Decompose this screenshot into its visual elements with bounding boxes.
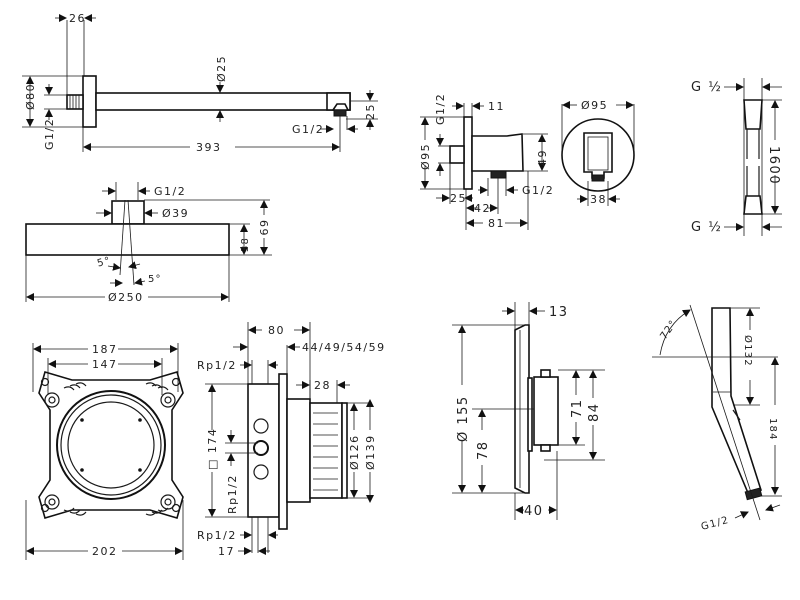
dim-plate-width-inner: 147	[92, 358, 118, 371]
overhead-shower-body	[25, 223, 230, 256]
hand-shower-drawing: 72° Ø132 184 G1/2	[652, 304, 782, 533]
dim-arm-outlet-thread: G1/2	[292, 123, 324, 136]
outlet-hose-thread	[490, 170, 507, 179]
rough-in-plate-outline	[38, 371, 184, 519]
dim-hand-shower-head-diameter: Ø132	[742, 335, 754, 367]
dim-arm-flange-depth: 26	[69, 12, 86, 25]
arm-outlet-thread	[333, 109, 347, 117]
dim-overhead-total-height: 69	[257, 220, 270, 237]
dim-overhead-connector-diameter: Ø39	[162, 207, 189, 220]
dim-outlet-front-diameter: Ø95	[581, 99, 608, 112]
rough-in-sleeve	[309, 402, 343, 499]
dim-body-depth: 80	[268, 324, 285, 337]
dim-overhead-body-height: 38	[240, 237, 251, 252]
dim-trim-center-height: 78	[476, 440, 491, 460]
rough-in-plate-inner-ring	[67, 401, 155, 489]
rough-in-plate-outer-ring	[56, 390, 166, 500]
rough-in-port-middle	[253, 440, 269, 456]
overhead-shower-drawing: G1/2 Ø39 38 69 5° 5° Ø250	[25, 182, 272, 304]
dim-hand-shower-length: 184	[767, 418, 778, 441]
dim-hose-thread-top: G ½	[691, 80, 722, 95]
dim-hand-shower-thread: G1/2	[700, 515, 731, 533]
wall-outlet-drawing: 11 G1/2 Ø95 49 G1/2 25 42 81	[419, 93, 635, 230]
dim-trim-module-84: 84	[587, 402, 602, 422]
dim-plate-width-total: 202	[92, 545, 118, 558]
dim-arm-wall-thread: G1/2	[43, 118, 56, 150]
dim-overhead-diameter: Ø250	[108, 291, 144, 304]
dim-body-offset-17: 17	[218, 545, 235, 558]
dim-hand-shower-angle: 72°	[658, 318, 679, 342]
dim-outlet-wall-thread: G1/2	[434, 93, 447, 125]
dim-body-inlet-middle: Rp1/2	[226, 474, 239, 514]
dim-trim-diameter: Ø 155	[456, 395, 471, 442]
dim-outlet-holder-width: 38	[590, 193, 607, 206]
shower-arm-drawing: 26 Ø80 G1/2 Ø25 25 G1/2 393	[22, 12, 378, 154]
dim-outlet-offset-25: 25	[450, 192, 467, 205]
outlet-flange	[463, 116, 473, 190]
dim-body-sleeve-inner-diameter: Ø126	[348, 434, 361, 470]
dim-outlet-offset-42: 42	[474, 202, 491, 215]
rough-in-body-hub	[286, 398, 311, 503]
trim-module	[533, 376, 559, 446]
rough-in-body-box	[247, 383, 280, 518]
dim-hose-length: 1600	[766, 146, 781, 185]
dim-plate-width-outer: 187	[92, 343, 118, 356]
dim-body-sleeve-outer-diameter: Ø139	[364, 434, 377, 470]
dim-trim-plate-depth: 13	[549, 305, 569, 320]
dim-outlet-flange-depth: 11	[488, 100, 505, 113]
rough-in-port-top	[253, 418, 269, 434]
hose-drawing: 1600 G ½ G ½	[691, 78, 782, 236]
arm-wall-flange	[82, 75, 97, 128]
hose-top-nut	[743, 99, 763, 130]
rough-in-plate-drawing: 187 147 202	[25, 343, 184, 560]
dim-arm-length: 393	[196, 141, 222, 154]
dim-hose-thread-bottom: G ½	[691, 220, 722, 235]
outlet-body	[471, 133, 524, 172]
hose-bottom-nut	[743, 195, 763, 215]
dim-trim-module-71: 71	[570, 398, 585, 418]
dim-outlet-hose-thread: G1/2	[522, 184, 554, 197]
dim-body-inlet-top: Rp1/2	[197, 359, 237, 372]
dim-outlet-depth: 81	[488, 217, 505, 230]
arm-tube	[95, 92, 351, 111]
dim-body-install-depth: 44/49/54/59	[302, 341, 386, 354]
dim-overhead-thread: G1/2	[154, 185, 186, 198]
dim-trim-projection: 40	[524, 504, 544, 519]
rough-in-body-drawing: 80 44/49/54/59 Rp1/2 28 □ 174 Rp1/2 Ø126…	[197, 322, 386, 558]
rough-in-port-bottom	[253, 464, 269, 480]
dim-body-square-size: □ 174	[206, 428, 219, 470]
rough-in-body-plate	[278, 373, 288, 530]
outlet-wall-thread	[449, 145, 465, 164]
trim-drawing: 13 Ø 155 78 71 84 40	[452, 302, 605, 520]
dim-body-inlet-bottom: Rp1/2	[197, 529, 237, 542]
dim-outlet-body-height: 49	[536, 149, 549, 166]
dim-outlet-flange-diameter: Ø95	[419, 143, 432, 170]
hand-shower-thread	[744, 487, 763, 501]
arm-wall-thread	[66, 94, 84, 110]
dim-arm-flange-diameter: Ø80	[24, 83, 37, 110]
dim-arm-outlet-height: 25	[364, 103, 377, 120]
dim-arm-diameter: Ø25	[215, 55, 228, 82]
dim-overhead-tilt-2: 5°	[148, 274, 162, 285]
dim-body-sleeve-depth: 28	[314, 379, 331, 392]
dim-overhead-tilt-1: 5°	[96, 255, 112, 269]
